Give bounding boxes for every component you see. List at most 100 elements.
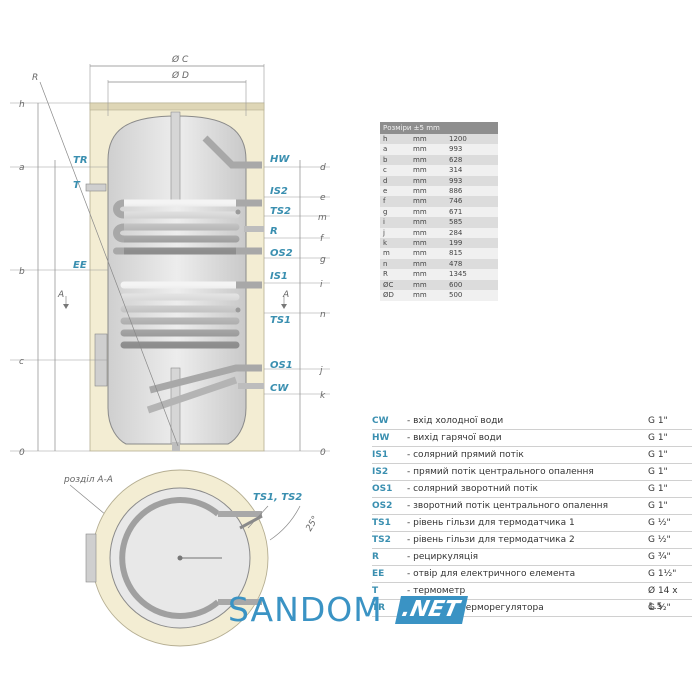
tank-body: [107, 115, 247, 445]
table-cell-dim: c: [380, 165, 410, 176]
legend-code: OS1: [372, 484, 393, 494]
legend-size: G ½": [648, 535, 671, 545]
legend-code: TR: [372, 603, 386, 613]
table-cell-unit: mm: [410, 186, 446, 197]
table-cell-value: 886: [446, 186, 498, 197]
watermark-suffix: .NET: [395, 596, 468, 624]
table-cell-unit: mm: [410, 196, 446, 207]
table-cell-value: 1200: [446, 134, 498, 145]
table-cell-dim: f: [380, 196, 410, 207]
legend-size: G ¾": [648, 552, 671, 562]
table-cell-value: 993: [446, 144, 498, 155]
dim-n: n: [320, 310, 326, 320]
table-cell-value: 478: [446, 258, 498, 270]
table-cell-value: 314: [446, 165, 498, 176]
dim-c-label: Ø C: [171, 54, 189, 65]
legend-size: G ½": [648, 518, 671, 528]
table-cell-dim: m: [380, 248, 410, 259]
legend-code: OS2: [372, 501, 393, 511]
legend-size: G 1": [648, 450, 668, 460]
table-cell-value: 628: [446, 154, 498, 166]
legend-desc: - вихід гарячої води: [407, 433, 502, 443]
legend-code: R: [372, 552, 379, 562]
legend-desc: - прямий потік центрального опалення: [407, 467, 594, 477]
port-hw: HW: [270, 154, 290, 165]
table-cell-dim: i: [380, 217, 410, 228]
port-ts2: TS2: [270, 206, 291, 217]
table-cell-unit: mm: [410, 248, 446, 259]
table-cell-value: 199: [446, 238, 498, 249]
table-header: Розміри ±5 mm: [380, 122, 498, 134]
legend-desc: - отвір для електричного елемента: [407, 569, 576, 579]
legend-code: IS2: [372, 467, 389, 477]
dim-d-label: Ø D: [171, 70, 189, 81]
port-ts1: TS1: [270, 315, 291, 326]
table-cell-dim: ØC: [380, 279, 410, 291]
dim-zero-left: 0: [19, 448, 25, 458]
table-cell-unit: mm: [410, 154, 446, 166]
table-cell-value: 671: [446, 206, 498, 218]
section-sleeve: [239, 514, 263, 530]
legend-desc: - солярний зворотний потік: [407, 484, 538, 494]
legend-size: G 1": [648, 433, 668, 443]
legend-size: G 1": [648, 484, 668, 494]
legend-desc: - рівень гільзи для термодатчика 1: [407, 518, 575, 528]
legend-size: G ½": [648, 603, 671, 613]
ts2-sleeve: [235, 209, 241, 215]
table-cell-value: 993: [446, 175, 498, 187]
legend-desc: - отвір для терморегулятора: [407, 603, 544, 613]
table-cell-unit: mm: [410, 134, 446, 145]
table-cell-unit: mm: [410, 269, 446, 280]
central-pipe: [170, 111, 181, 203]
dim-i: i: [320, 280, 323, 290]
legend-desc: - вхід холодної води: [407, 416, 504, 426]
section-ports-label: TS1, TS2: [253, 492, 302, 503]
legend-row: TS2 - рівень гільзи для термодатчика 2 G ½…: [372, 532, 692, 549]
section-coil: [119, 497, 220, 619]
legend-size: G 1": [648, 501, 668, 511]
section-flange: [85, 533, 97, 583]
legend-desc: - рециркуляція: [407, 552, 479, 562]
table-cell-unit: mm: [410, 279, 446, 291]
table-cell-dim: d: [380, 175, 410, 187]
table-cell-dim: e: [380, 186, 410, 197]
legend-code: TS2: [372, 535, 391, 545]
table-cell-dim: R: [380, 269, 410, 280]
hw-pipe: [202, 135, 262, 169]
legend-desc: - термометр: [407, 586, 466, 596]
table-cell-value: 500: [446, 290, 498, 301]
dim-d-right: d: [320, 163, 326, 173]
table-cell-unit: mm: [410, 206, 446, 218]
table-cell-dim: k: [380, 238, 410, 249]
dim-g: g: [320, 255, 326, 265]
table-cell-dim: b: [380, 154, 410, 166]
legend-row: OS1 - солярний зворотний потік G 1": [372, 481, 692, 498]
dim-c: c: [19, 357, 24, 367]
table-cell-value: 585: [446, 217, 498, 228]
legend-desc: - рівень гільзи для термодатчика 2: [407, 535, 575, 545]
legend-row: TR - отвір для терморегулятора G ½": [372, 600, 692, 617]
section-arrow-left: A: [57, 290, 64, 300]
lower-coil: [120, 281, 262, 414]
section-arrow-right: A: [282, 290, 289, 300]
dim-e: e: [320, 193, 326, 203]
